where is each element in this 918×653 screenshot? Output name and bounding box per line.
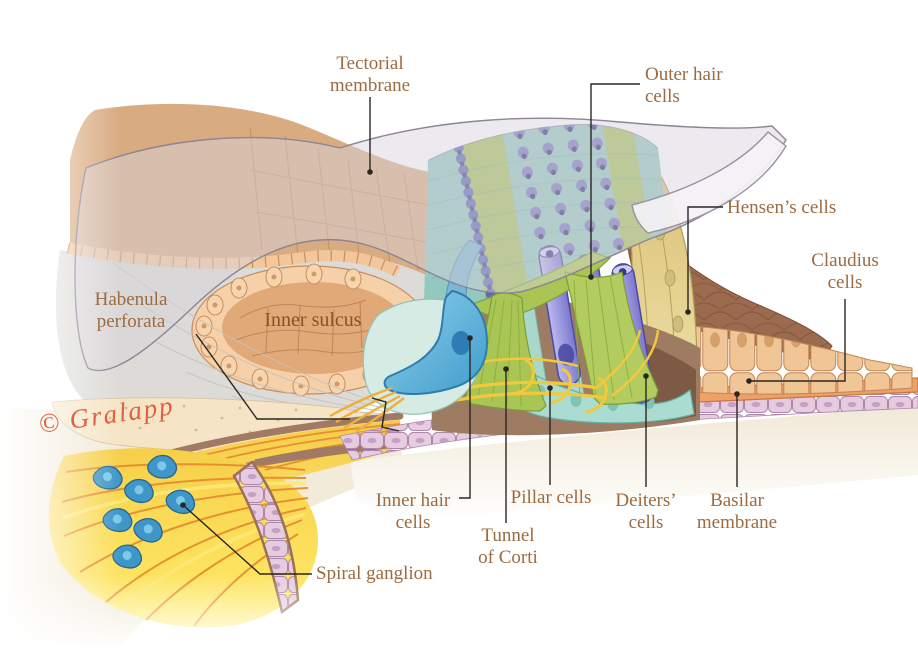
spiral-limbus — [66, 103, 472, 302]
left-fade — [0, 0, 120, 653]
label-tunnel-of-corti: Tunnel of Corti — [478, 525, 538, 569]
label-spiral-ganglion: Spiral ganglion — [316, 563, 433, 584]
label-habenula-perforata: Habenula perforata — [94, 289, 168, 333]
leader-dots — [180, 169, 752, 508]
label-basilar-membrane: Basilar membrane — [696, 490, 778, 534]
inner-hair-cell-shape — [329, 239, 488, 433]
habenula-bracket — [371, 397, 400, 432]
leader-claudius-cells — [749, 299, 846, 382]
leader-habenula-perforata — [195, 333, 350, 420]
label-hensens-cells: Hensen’s cells — [727, 197, 837, 218]
label-inner-hair-cells: Inner hair cells — [375, 490, 451, 534]
leader-inner-hair-cells — [459, 338, 471, 499]
bottom-fade — [0, 575, 420, 653]
leader-spiral-ganglion — [182, 504, 312, 575]
leader-lines — [182, 83, 846, 575]
label-pillar-cells: Pillar cells — [510, 487, 592, 508]
label-outer-hair-cells: Outer hair cells — [645, 64, 723, 108]
label-inner-sulcus: Inner sulcus — [264, 309, 362, 331]
label-tectorial-membrane: Tectorial membrane — [329, 53, 411, 97]
leader-outer-hair-cells — [590, 83, 640, 277]
tectorial-membrane-shape — [74, 117, 787, 372]
label-claudius-cells: Claudius cells — [811, 250, 879, 294]
claudius-cells-region — [689, 325, 913, 395]
organ-of-corti — [329, 124, 700, 436]
label-deiters-cells: Deiters’ cells — [615, 490, 677, 534]
leader-hensens-cells — [687, 206, 723, 312]
